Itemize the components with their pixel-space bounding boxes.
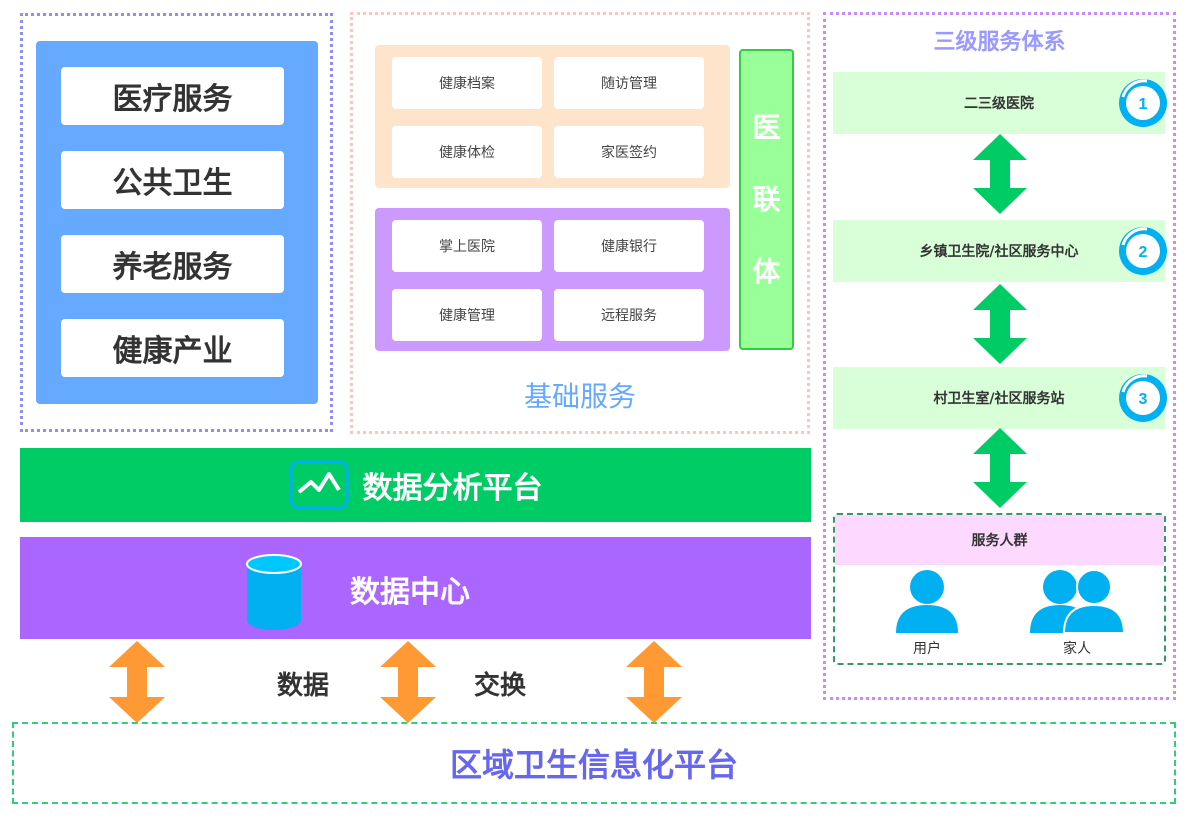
level-3: 村卫生室/社区服务站 [833, 367, 1165, 429]
alliance-char-1: 医 [752, 110, 781, 144]
service-health-industry: 健康产业 [61, 319, 284, 377]
alliance-char-3: 体 [752, 254, 781, 288]
cell-health-record: 健康档案 [392, 57, 542, 109]
level-2: 乡镇卫生院/社区服务中心 [833, 220, 1165, 282]
family-icon [1030, 569, 1124, 633]
service-crowd-title: 服务人群 [835, 515, 1164, 565]
three-level-frame [823, 12, 1176, 700]
base-services-frame [350, 12, 810, 434]
cell-follow-up: 随访管理 [554, 57, 704, 109]
exchange-label-data: 数据 [277, 671, 330, 701]
level-arrow-1-icon [973, 134, 1027, 214]
data-center-bar: 数据中心 [20, 537, 811, 639]
medical-alliance-bar: 医 联 体 [739, 49, 794, 350]
level-1-number: 1 [1139, 96, 1148, 113]
level-3-badge-icon: 3 [1119, 374, 1167, 422]
level-1-label: 二三级医院 [964, 96, 1034, 112]
data-analysis-platform-label: 数据分析平台 [362, 471, 543, 506]
level-2-number: 2 [1139, 244, 1148, 261]
level-1: 二三级医院 [833, 72, 1165, 134]
level-3-number: 3 [1139, 391, 1148, 408]
level-2-label: 乡镇卫生院/社区服务中心 [919, 244, 1079, 260]
exchange-arrow-2-icon [380, 641, 436, 723]
base-services-label: 基础服务 [523, 380, 636, 413]
three-level-title: 三级服务体系 [933, 30, 1066, 55]
cell-health-bank: 健康银行 [554, 220, 704, 272]
family-label: 家人 [1063, 641, 1091, 657]
exchange-arrow-1-icon [109, 641, 165, 723]
cell-health-checkup: 健康体检 [392, 126, 542, 178]
cell-mobile-hospital: 掌上医院 [392, 220, 542, 272]
user-icon [896, 570, 958, 633]
regional-health-platform-label: 区域卫生信息化平台 [449, 746, 738, 784]
service-elderly-care: 养老服务 [61, 235, 284, 293]
cell-health-management: 健康管理 [392, 289, 542, 341]
exchange-label-exchange: 交换 [474, 671, 527, 701]
services-frame [20, 13, 333, 432]
alliance-char-2: 联 [752, 182, 781, 216]
cell-family-doctor: 家医签约 [554, 126, 704, 178]
analytics-icon [289, 460, 348, 510]
service-medical: 医疗服务 [61, 67, 284, 125]
regional-health-platform: 区域卫生信息化平台 [12, 722, 1176, 804]
level-arrow-2-icon [973, 284, 1027, 364]
cell-remote-service: 远程服务 [554, 289, 704, 341]
exchange-arrow-3-icon [626, 641, 682, 723]
level-1-badge-icon: 1 [1119, 79, 1167, 127]
service-crowd-frame [833, 513, 1166, 665]
level-arrow-3-icon [973, 428, 1027, 508]
database-icon [246, 554, 302, 630]
data-analysis-platform-bar: 数据分析平台 [20, 448, 811, 522]
user-label: 用户 [913, 641, 941, 657]
data-center-label: 数据中心 [350, 575, 470, 610]
level-3-label: 村卫生室/社区服务站 [933, 391, 1065, 407]
level-2-badge-icon: 2 [1119, 227, 1167, 275]
service-public-health: 公共卫生 [61, 151, 284, 209]
